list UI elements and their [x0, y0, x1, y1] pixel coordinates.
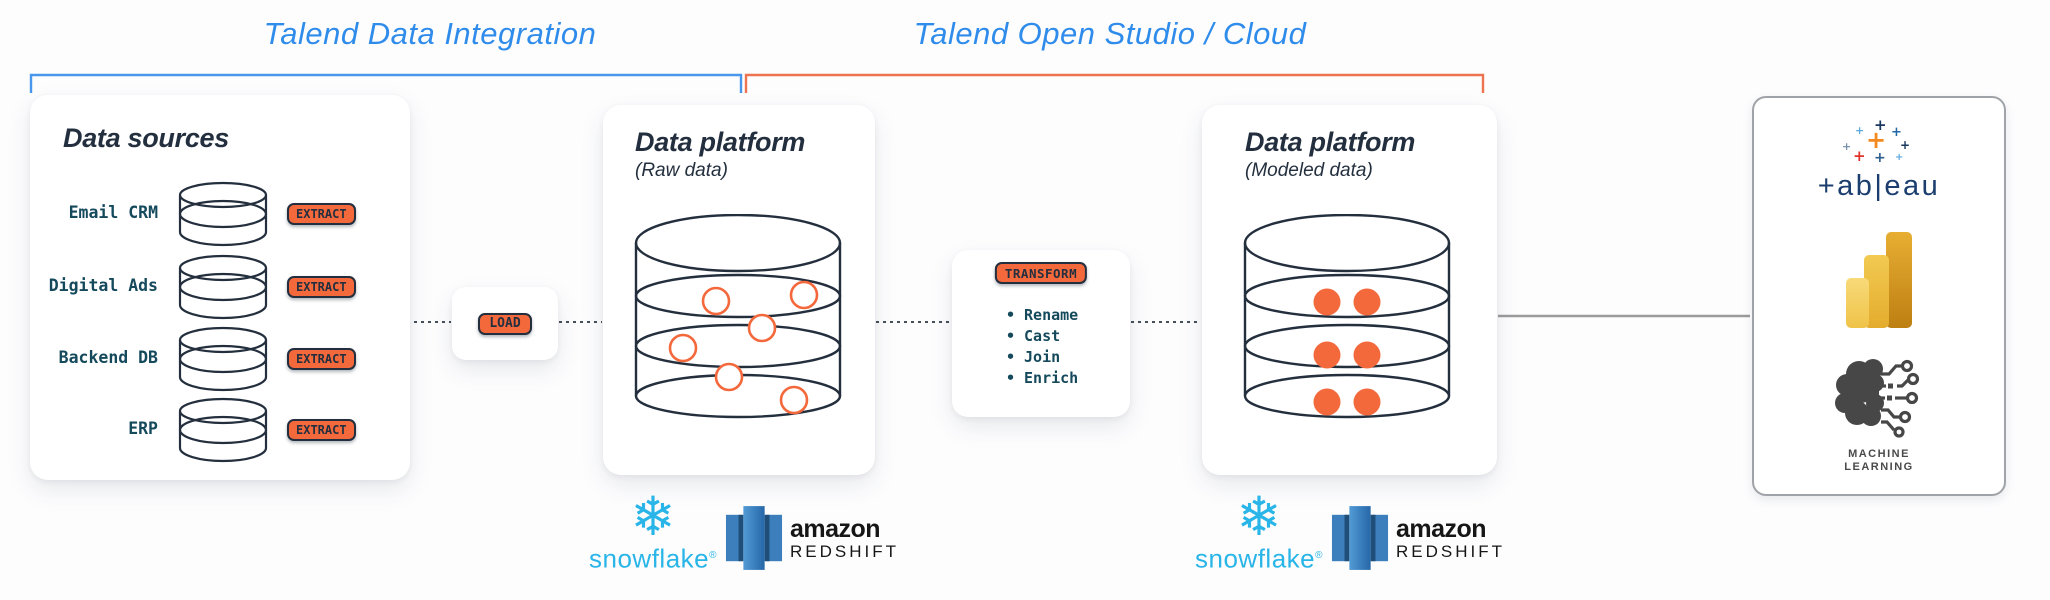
database-cylinder-icon	[178, 254, 268, 320]
machine-learning-logo: MACHINE LEARNING	[1809, 350, 1949, 474]
extract-badge: EXTRACT	[287, 276, 356, 298]
snowflake-wordmark: snowflake	[1195, 543, 1316, 574]
extract-badge: EXTRACT	[287, 348, 356, 370]
bullet-icon: •	[1006, 326, 1016, 345]
amazon-redshift-logo: amazon REDSHIFT	[725, 506, 899, 570]
source-label-digital-ads: Digital Ads	[48, 276, 158, 295]
redshift-icon	[1331, 506, 1389, 570]
modeled-data-platform-card: Data platform (Modeled data)	[1202, 105, 1497, 475]
load-badge: LOAD	[478, 312, 532, 335]
raw-data-points	[668, 280, 819, 415]
raw-data-platform-card: Data platform (Raw data)	[603, 105, 875, 475]
talend-open-studio-title: Talend Open Studio / Cloud	[913, 16, 1307, 51]
bullet-icon: •	[1006, 347, 1016, 366]
registered-mark: ®	[1315, 550, 1323, 561]
transform-op-join: Join	[1024, 347, 1061, 366]
power-bi-logo	[1846, 232, 1912, 328]
load-card: LOAD	[452, 287, 558, 360]
source-label-backend-db: Backend DB	[58, 348, 158, 367]
data-sources-card: Data sources Email CRM EXTRACT Digital A…	[30, 95, 410, 480]
amazon-wordmark: amazon	[1396, 514, 1487, 543]
redshift-wordmark: REDSHIFT	[790, 541, 899, 561]
machine-learning-icon	[1835, 359, 1920, 438]
transform-op-enrich: Enrich	[1024, 368, 1079, 387]
snowflake-logo: ❄ snowflake®	[589, 485, 717, 574]
bi-outputs-card: + + + + + + + + + +ab|eau	[1752, 96, 2006, 496]
database-cylinder-icon	[178, 326, 268, 392]
modeled-platform-title: Data platform	[1245, 127, 1416, 157]
transform-op-cast: Cast	[1024, 326, 1061, 345]
raw-platform-subtitle: (Raw data)	[635, 160, 728, 181]
modeled-data-cylinder-icon	[1243, 214, 1451, 419]
ml-label-line2: LEARNING	[1844, 461, 1914, 473]
data-sources-title: Data sources	[63, 123, 229, 153]
transform-card: TRANSFORM • Rename • Cast • Join • Enrich	[952, 250, 1130, 417]
ml-label-line1: MACHINE	[1848, 448, 1910, 460]
amazon-redshift-logo: amazon REDSHIFT	[1331, 506, 1505, 570]
bullet-icon: •	[1006, 305, 1016, 324]
amazon-wordmark: amazon	[790, 514, 881, 543]
snowflake-icon: ❄	[630, 485, 676, 548]
redshift-wordmark: REDSHIFT	[1396, 541, 1505, 561]
raw-platform-title: Data platform	[635, 127, 806, 157]
open-studio-bracket	[744, 73, 1485, 93]
tableau-sparkle-icon: + + + + + + + + +	[1842, 116, 1911, 166]
modeled-platform-subtitle: (Modeled data)	[1245, 160, 1373, 181]
source-label-erp: ERP	[128, 419, 158, 438]
modeled-data-points	[1313, 288, 1381, 416]
database-cylinder-icon	[178, 397, 268, 463]
database-cylinder-icon	[178, 181, 268, 247]
raw-data-cylinder-icon	[634, 214, 842, 419]
transform-operations-list: • Rename • Cast • Join • Enrich	[1006, 304, 1078, 388]
snowflake-logo: ❄ snowflake®	[1195, 485, 1323, 574]
source-label-email-crm: Email CRM	[68, 203, 158, 222]
modeled-platform-vendors: ❄ snowflake® amazon REDSHIFT	[1195, 490, 1502, 573]
raw-platform-vendors: ❄ snowflake® amazon REDSHIFT	[589, 490, 896, 573]
tableau-logo: + + + + + + + + + +ab|eau	[1809, 118, 1949, 203]
integration-bracket	[29, 73, 743, 93]
transform-op-rename: Rename	[1024, 305, 1079, 324]
redshift-icon	[725, 506, 783, 570]
registered-mark: ®	[709, 550, 717, 561]
snowflake-wordmark: snowflake	[589, 543, 710, 574]
transform-badge: TRANSFORM	[994, 262, 1088, 284]
talend-data-integration-title: Talend Data Integration	[263, 16, 597, 51]
bullet-icon: •	[1006, 368, 1016, 387]
snowflake-icon: ❄	[1236, 485, 1282, 548]
extract-badge: EXTRACT	[287, 419, 356, 441]
tableau-wordmark: +ab|eau	[1817, 170, 1941, 202]
extract-badge: EXTRACT	[287, 203, 356, 225]
